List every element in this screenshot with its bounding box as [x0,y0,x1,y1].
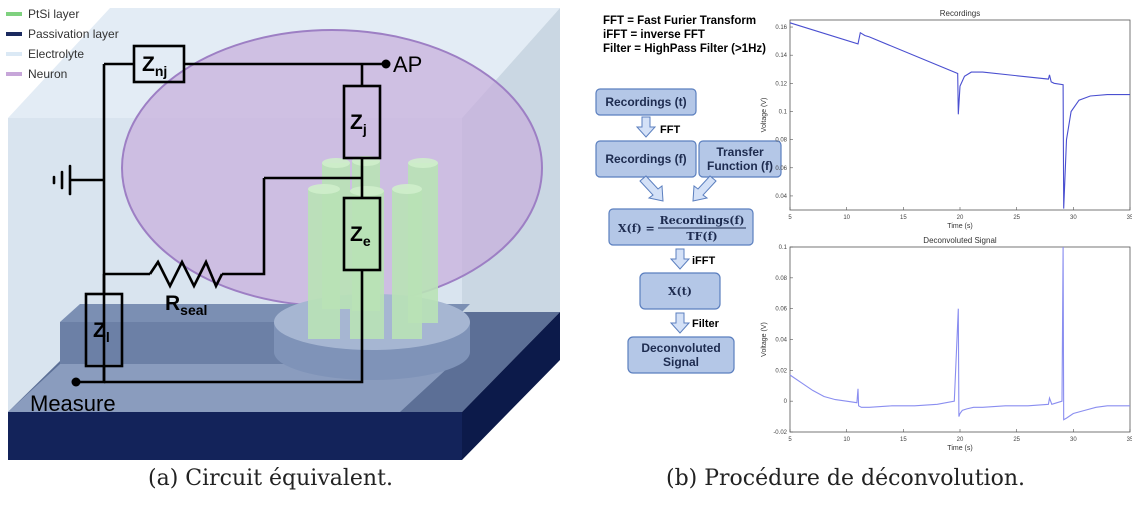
arrow-fft [635,116,657,138]
x-tick-label: 35 [1127,215,1132,221]
z-nj-label: Znj [142,53,167,79]
y-tick-label: 0.06 [775,166,787,172]
pillars [308,156,438,339]
box-deconvoluted-line2: Signal [663,355,699,369]
series-line [789,22,1130,209]
circuit-wires [70,62,386,384]
y-tick-label: 0.12 [775,81,787,87]
caption-a: (a) Circuit équivalent. [148,466,393,491]
z-e-label: Ze [350,223,371,249]
r-seal-label: Rseal [165,292,207,318]
legend-label: PtSi layer [28,7,79,21]
formula-numerator: Recordings(f) [660,214,745,227]
legend-label: Neuron [28,67,67,81]
x-axis-label: Time (s) [947,445,972,452]
y-tick-label: 0.14 [775,53,787,59]
arrow-fft-label: FFT [660,124,680,136]
box-recordings-t-label: Recordings (t) [605,95,686,109]
y-tick-label: 0.04 [775,338,787,344]
y-tick-label: 0.04 [775,194,787,200]
legend-label: Electrolyte [28,47,84,61]
arrow-diag-right [692,175,717,202]
ground-symbol [52,164,72,196]
y-tick-label: 0.08 [775,138,787,144]
chart-title: Recordings [940,9,980,18]
formula-lhs: X(f) = [618,222,655,235]
box-xt-label: X(t) [668,285,692,298]
passivation-front [8,412,462,460]
x-axis-label: Time (s) [947,223,972,230]
z-nj-box [132,44,186,84]
x-tick-label: 15 [900,215,907,221]
x-tick-label: 5 [788,437,792,443]
z-j-box [342,84,382,160]
ap-label: AP [393,52,422,77]
x-tick-label: 30 [1070,437,1077,443]
y-tick-label: 0.1 [779,109,788,115]
definitions-block: FFT = Fast Furier Transform iFFT = inver… [603,15,766,55]
x-tick-label: 25 [1013,215,1020,221]
y-axis-label: Voltage (V) [761,98,768,133]
arrow-filter [669,312,691,334]
box-transfer-function-line2: Function (f) [707,159,773,173]
definition-fft: FFT = Fast Furier Transform [603,15,756,27]
y-tick-label: 0.16 [775,25,787,31]
x-tick-label: 25 [1013,437,1020,443]
ap-terminal [381,59,391,69]
y-axis-label: Voltage (V) [761,322,768,357]
arrow-ifft-label: iFFT [692,255,715,267]
box-recordings-f-label: Recordings (f) [605,152,686,166]
y-tick-label: 0 [784,399,788,405]
chart-title: Deconvoluted Signal [923,236,997,245]
definition-filter: Filter = HighPass Filter (>1Hz) [603,43,766,55]
y-tick-label: 0.1 [779,245,788,251]
box-xt [639,272,721,310]
z-l-box [84,292,124,368]
arrow-filter-label: Filter [692,318,720,330]
box-deconvoluted [627,336,735,374]
y-tick-label: 0.06 [775,307,787,313]
chart-recordings: Recordings 5 10 15 20 25 30 35 0.04 0.06 0.08 0.1 0.… [761,9,1132,230]
chart-deconvoluted: Deconvoluted Signal 5 10 15 20 25 30 35 -0.02 0 0.… [761,236,1132,452]
z-e-box [342,196,382,272]
box-recordings-t [595,88,697,116]
passivation-side [462,312,560,460]
x-tick-label: 15 [900,437,907,443]
circuit-illustration: Znj Zj Ze Zl Rseal AP Measure PtSi layer… [6,7,560,460]
x-tick-label: 20 [957,437,964,443]
caption-b: (b) Procédure de déconvolution. [666,466,1026,491]
x-tick-label: 5 [788,215,792,221]
x-tick-label: 10 [843,437,850,443]
x-tick-label: 35 [1127,437,1132,443]
y-tick-label: 0.02 [775,368,787,374]
flowchart: Recordings (t) FFT Recordings (f) Transf… [595,88,782,374]
legend-label: Passivation layer [28,27,119,41]
z-j-label: Zj [350,111,367,137]
y-tick-label: 0.08 [775,276,787,282]
plot-area [789,19,1131,211]
box-transfer-function [698,140,782,178]
box-transfer-function-line1: Transfer [716,145,764,159]
box-deconvoluted-line1: Deconvoluted [641,341,720,355]
y-tick-label: -0.02 [773,430,787,436]
box-formula [608,208,754,246]
x-tick-label: 20 [957,215,964,221]
arrow-diag-left [639,175,664,202]
measure-terminal [71,377,81,387]
definition-ifft: iFFT = inverse FFT [603,29,705,41]
measure-label: Measure [30,391,116,416]
arrow-ifft [669,248,691,270]
formula-denominator: TF(f) [686,230,717,243]
plot-area [789,246,1131,433]
x-tick-label: 30 [1070,215,1077,221]
x-tick-label: 10 [843,215,850,221]
z-l-label: Zl [93,319,110,345]
series-line [789,246,1130,421]
